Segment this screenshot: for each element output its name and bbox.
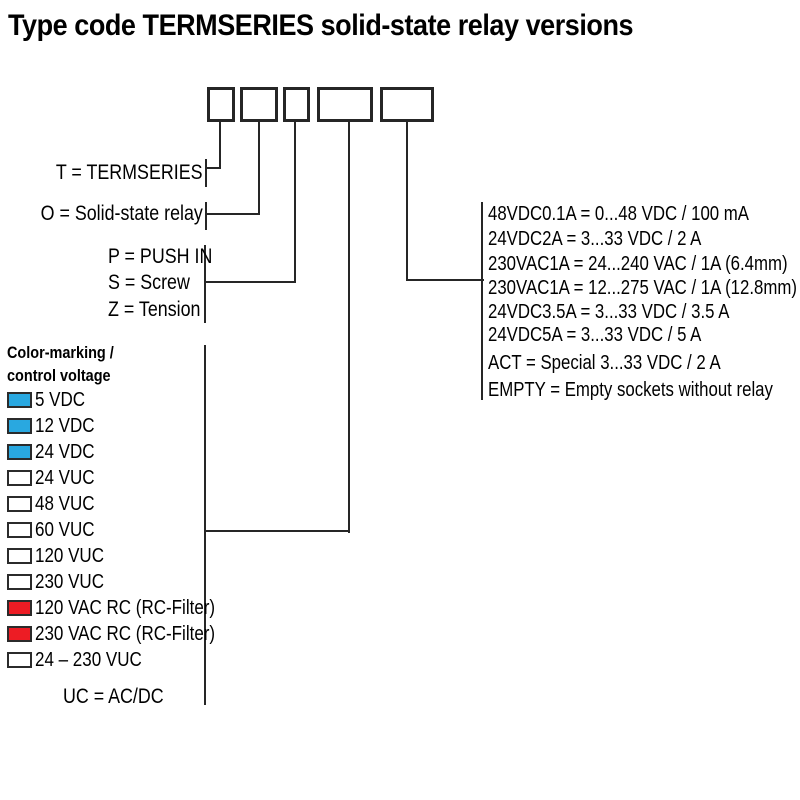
color-swatch-red [7, 626, 32, 642]
color-swatch-blue [7, 392, 32, 408]
connection-connector [204, 281, 296, 283]
output-variant-item: 24VDC5A = 3...33 VDC / 5 A [488, 324, 702, 346]
leader-line-relay-type [258, 122, 260, 215]
series-connector [205, 167, 221, 169]
output-variant-item: EMPTY = Empty sockets without relay [488, 379, 773, 401]
color-marking-item: 230 VUC [7, 571, 116, 593]
output-connector [406, 279, 484, 281]
output-variant-item: 230VAC1A = 24...240 VAC / 1A (6.4mm) [488, 253, 788, 275]
output-variant-item: 24VDC3.5A = 3...33 VDC / 3.5 A [488, 301, 730, 323]
output-variant-item: 230VAC1A = 12...275 VAC / 1A (12.8mm) [488, 277, 797, 299]
code-box-connection [283, 87, 310, 122]
code-box-output [380, 87, 434, 122]
color-marking-header-line1: Color-marking / [7, 343, 114, 362]
output-bracket [481, 202, 483, 400]
color-swatch-white [7, 496, 32, 512]
color-marking-item: 120 VAC RC (RC-Filter) [7, 597, 247, 619]
color-marking-item-label: 120 VAC RC (RC-Filter) [35, 597, 216, 619]
color-marking-connector [204, 530, 350, 532]
code-box-relay-type [240, 87, 278, 122]
color-marking-item: 60 VUC [7, 519, 105, 541]
page-title: Type code TERMSERIES solid-state relay v… [8, 9, 634, 42]
leader-line-control-voltage [348, 122, 350, 533]
color-swatch-white [7, 574, 32, 590]
color-marking-item-label: 120 VUC [35, 545, 104, 567]
connection-label-push-in: P = PUSH IN [108, 245, 213, 268]
color-marking-item-label: 48 VUC [35, 493, 95, 515]
color-marking-item: 48 VUC [7, 493, 105, 515]
color-marking-item: 5 VDC [7, 389, 94, 411]
color-swatch-white [7, 522, 32, 538]
uc-footnote: UC = AC/DC [63, 685, 164, 708]
color-marking-header-line2: control voltage [7, 366, 111, 385]
color-marking-item: 24 – 230 VUC [7, 649, 161, 671]
color-marking-item: 24 VUC [7, 467, 105, 489]
relay-type-label: O = Solid-state relay [40, 202, 203, 225]
output-variant-item: 24VDC2A = 3...33 VDC / 2 A [488, 228, 702, 250]
color-marking-item-label: 60 VUC [35, 519, 95, 541]
connection-bracket [204, 245, 206, 323]
color-marking-item: 120 VUC [7, 545, 116, 567]
series-tick [205, 159, 207, 187]
color-swatch-blue [7, 444, 32, 460]
code-box-control-voltage [317, 87, 373, 122]
relay-type-connector [205, 213, 260, 215]
leader-line-series [219, 122, 221, 169]
color-swatch-white [7, 652, 32, 668]
color-marking-item-label: 24 – 230 VUC [35, 649, 142, 671]
color-marking-item: 12 VDC [7, 415, 105, 437]
output-variant-item: 48VDC0.1A = 0...48 VDC / 100 mA [488, 203, 750, 225]
color-marking-item: 230 VAC RC (RC-Filter) [7, 623, 247, 645]
relay-type-tick [205, 202, 207, 230]
color-marking-item-label: 230 VUC [35, 571, 104, 593]
color-marking-item-label: 230 VAC RC (RC-Filter) [35, 623, 216, 645]
connection-label-tension: Z = Tension [108, 298, 201, 321]
output-variant-item: ACT = Special 3...33 VDC / 2 A [488, 352, 721, 374]
color-swatch-red [7, 600, 32, 616]
color-swatch-white [7, 470, 32, 486]
color-marking-item: 24 VDC [7, 441, 105, 463]
color-swatch-blue [7, 418, 32, 434]
color-marking-bracket [204, 345, 206, 705]
leader-line-connection [294, 122, 296, 283]
code-box-series [207, 87, 235, 122]
connection-label-screw: S = Screw [108, 271, 190, 294]
color-marking-item-label: 24 VUC [35, 467, 95, 489]
color-swatch-white [7, 548, 32, 564]
color-marking-item-label: 5 VDC [35, 389, 86, 411]
color-marking-item-label: 24 VDC [35, 441, 95, 463]
leader-line-output [406, 122, 408, 281]
series-label: T = TERMSERIES [56, 161, 203, 184]
color-marking-item-label: 12 VDC [35, 415, 95, 437]
